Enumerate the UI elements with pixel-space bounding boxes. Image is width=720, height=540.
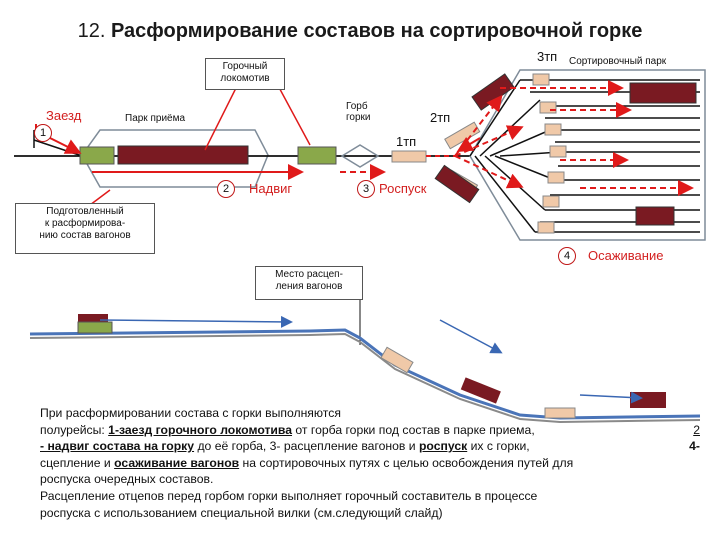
cut-wagon-3tp (471, 73, 515, 111)
hump-crest-mark (340, 144, 380, 168)
step-4-label: Осаживание (588, 248, 664, 263)
para-step-num: 4- (689, 439, 700, 454)
para-line-4: сцепление и осаживание вагонов на сортир… (40, 455, 700, 472)
step-3-circle: 3 (357, 180, 375, 198)
brake-1tp-label: 1тп (396, 134, 417, 149)
hump-locomotive (297, 146, 337, 165)
train-wagons (117, 145, 249, 165)
uncoupling-place-label: Место расцеп- ления вагонов (255, 266, 363, 300)
step-1-circle: 1 (34, 124, 52, 142)
para-text: до её горба, 3- расцепление вагонов и (194, 439, 419, 454)
retarder-1tp (391, 150, 427, 163)
hump-loco-line1: Горочный (222, 61, 268, 72)
sorting-park-label: Сортировочный парк (569, 56, 667, 67)
para-text: их с горки, (467, 439, 530, 454)
description-paragraph: При расформировании состава с горки выпо… (40, 405, 700, 521)
para-line-1: При расформировании состава с горки выпо… (40, 406, 341, 420)
cut-wagon-2tp (434, 164, 480, 204)
para-text: на сортировочных путях с целью освобожде… (239, 455, 574, 470)
para-emph-nadvig: - надвиг состава на горку (40, 439, 195, 454)
train-locomotive (79, 146, 115, 165)
hump-loco-line2: локомотив (220, 73, 270, 84)
receiving-park-label: Парк приёма (125, 113, 186, 124)
step-4-circle: 4 (558, 247, 576, 265)
para-emph-zaezd: 1-заезд горочного локомотива (108, 422, 293, 437)
hump-crest-label: Горб горки (346, 101, 371, 123)
title-text: Расформирование составов на сортировочно… (110, 20, 643, 42)
para-emph-osazhivanie: осаживание вагонов (114, 455, 240, 470)
retarders-3tp (532, 73, 567, 234)
sorting-tracks (469, 79, 700, 233)
sorted-wagon-top (629, 82, 697, 104)
step-1-label: Заезд (46, 108, 82, 123)
para-emph-rospusk: роспуск (418, 439, 468, 454)
step-3-label: Роспуск (379, 181, 427, 196)
para-line-2: полурейсы: 1-заезд горочного локомотива … (40, 422, 700, 439)
prepared-line1: Подготовленный (46, 206, 124, 217)
para-line-6: Расцепление отцепов перед горбом горки в… (40, 488, 538, 503)
prepared-line3: нию состав вагонов (39, 230, 131, 241)
prepared-train-label: Подготовленный к расформирова- нию соста… (15, 203, 155, 254)
red-arrows (35, 80, 694, 196)
callout-lines (89, 79, 311, 206)
para-line-5: роспуска очередных составов. (40, 472, 214, 487)
retarder-2tp-upper (444, 121, 481, 150)
para-text: полурейсы: (40, 422, 109, 437)
uncoupling-line2: ления вагонов (275, 281, 343, 292)
hump-profile (29, 314, 701, 424)
prepared-line2: к расформирова- (44, 218, 126, 229)
blue-arrows (99, 315, 643, 404)
step-2-circle: 2 (217, 180, 235, 198)
uncoupling-line1: Место расцеп- (275, 269, 343, 280)
hump-crest-line1: Горб (346, 101, 368, 112)
step-2-label: Надвиг (249, 181, 293, 196)
para-text: сцепление и (40, 455, 115, 470)
para-step-num: 2 (693, 422, 700, 437)
para-text: от горба горки под состав в парке приема… (292, 422, 535, 437)
para-line-7: роспуска с использованием специальной ви… (40, 505, 443, 520)
para-line-3: - надвиг состава на горку до её горба, 3… (40, 438, 700, 455)
hump-loco-label: Горочный локомотив (205, 58, 285, 90)
brake-3tp-label: 3тп (537, 49, 558, 64)
sorted-wagon-bottom (635, 206, 675, 226)
title-number: 12. (77, 20, 106, 42)
brake-2tp-label: 2тп (430, 110, 451, 125)
hump-crest-line2: горки (346, 112, 371, 123)
slide-title: 12. Расформирование составов на сортиров… (0, 20, 720, 43)
